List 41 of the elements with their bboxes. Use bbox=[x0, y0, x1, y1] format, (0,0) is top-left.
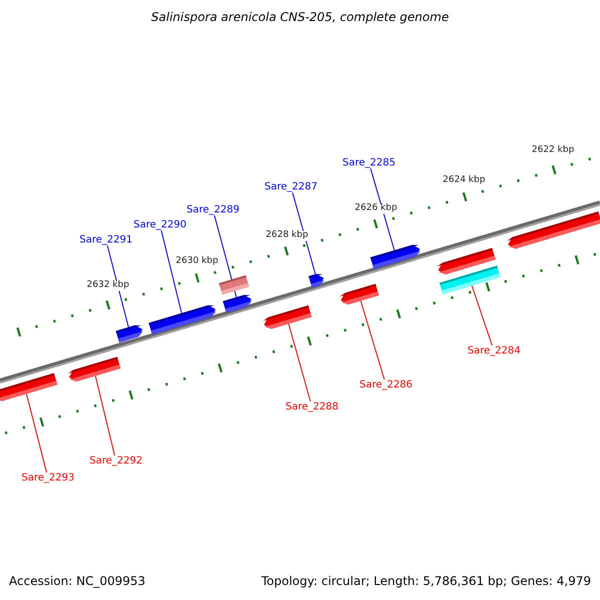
leader-line bbox=[292, 192, 316, 275]
gene-label: Sare_2287 bbox=[264, 182, 318, 192]
gene-block bbox=[370, 244, 421, 269]
leader-line bbox=[370, 168, 395, 251]
gene-block bbox=[116, 325, 144, 342]
leader-line bbox=[214, 215, 237, 298]
diagram-title: Salinispora arenicola CNS-205, complete genome bbox=[151, 11, 449, 24]
gene-block bbox=[340, 284, 379, 304]
gene-block bbox=[0, 373, 58, 402]
footer-text: Topology: circular; Length: 5,786,361 bp; Genes: 4,979 bbox=[261, 575, 591, 588]
scale-label: 2628 kbp bbox=[264, 231, 310, 241]
gene-block bbox=[440, 266, 500, 294]
gene-block bbox=[68, 356, 121, 382]
gene-block bbox=[506, 212, 600, 249]
gene-label: Sare_2292 bbox=[90, 456, 142, 466]
leader-line bbox=[360, 300, 385, 380]
scale-label: 2622 kbp bbox=[530, 146, 576, 156]
gene-label: Sare_2285 bbox=[342, 158, 396, 168]
gene-block bbox=[262, 305, 312, 329]
gene-label: Sare_2284 bbox=[468, 346, 520, 356]
gene-block bbox=[218, 275, 250, 295]
gene-label: Sare_2293 bbox=[22, 472, 74, 484]
leader-line bbox=[94, 375, 116, 456]
gene-label: Sare_2286 bbox=[360, 380, 412, 390]
scale-label: 2624 kbp bbox=[442, 176, 486, 186]
leader-line bbox=[288, 323, 311, 402]
gene-label: Sare_2289 bbox=[186, 204, 240, 216]
gene-block bbox=[308, 274, 324, 288]
gene-block bbox=[222, 294, 252, 313]
footer-text: Accession: NC_009953 bbox=[9, 575, 146, 588]
scale-label: 2626 kbp bbox=[354, 204, 398, 214]
gene-label: Sare_2288 bbox=[286, 402, 338, 412]
gene-label: Sare_2291 bbox=[80, 234, 132, 246]
gene-block bbox=[148, 305, 216, 334]
leader-line bbox=[106, 245, 129, 328]
leader-line bbox=[160, 230, 182, 314]
leader-line bbox=[471, 285, 493, 346]
gene-label: Sare_2290 bbox=[134, 220, 186, 230]
scale-label: 2630 kbp bbox=[174, 257, 220, 267]
scale-label: 2632 kbp bbox=[86, 281, 130, 291]
leader-line bbox=[26, 393, 48, 473]
